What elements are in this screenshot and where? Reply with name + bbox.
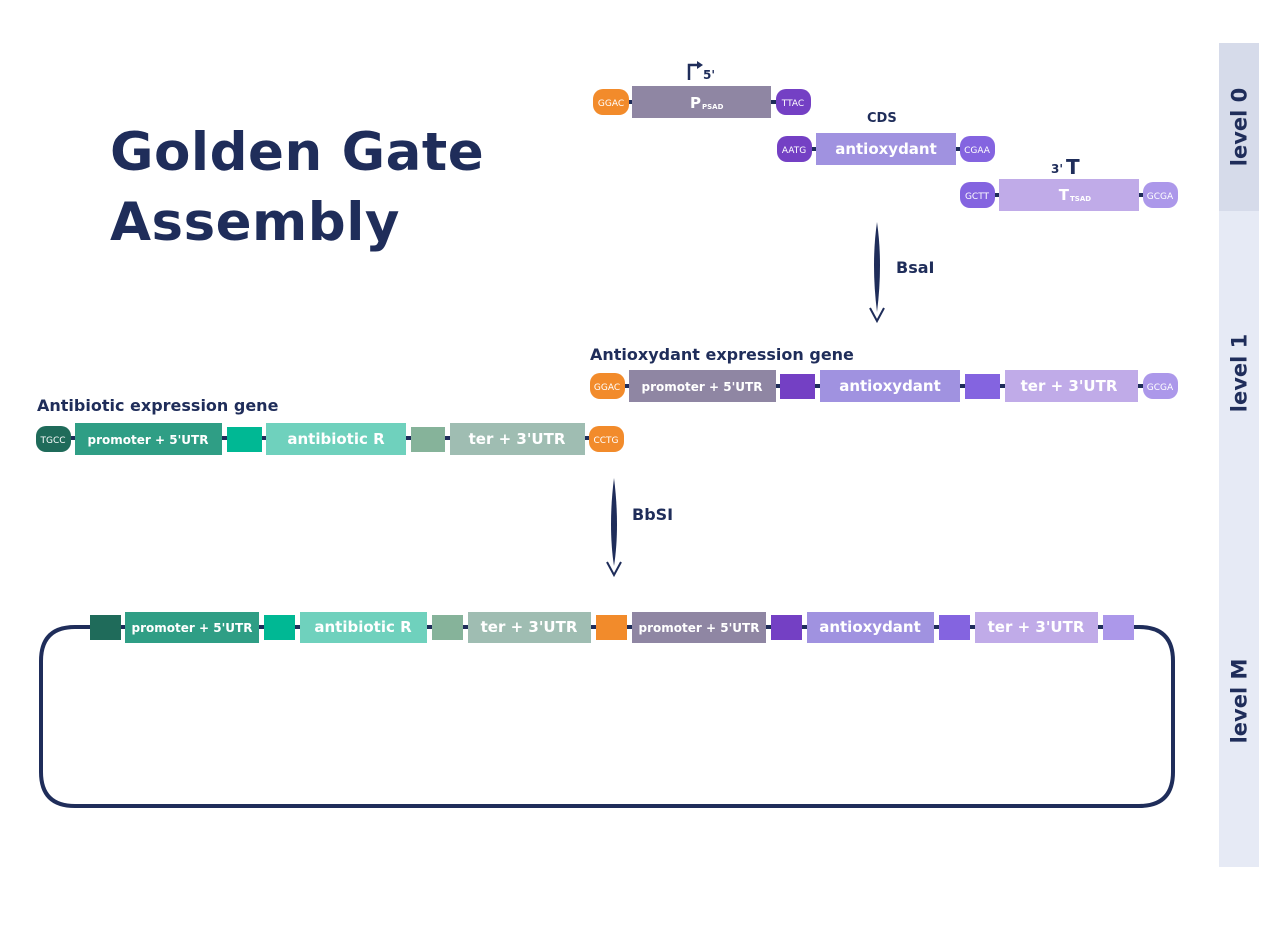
- five-prime-label: 5': [703, 68, 715, 82]
- promoter-label: promoter + 5'UTR: [132, 621, 253, 635]
- overhang-gcga: [1143, 373, 1178, 399]
- fusion-site-block: [411, 427, 445, 452]
- overhang-cgaa: [960, 136, 995, 162]
- enzyme-bbsi-label: BbSI: [632, 505, 674, 524]
- terminator-label: ter + 3'UTR: [1021, 377, 1118, 395]
- overhang-label: GCTT: [965, 192, 990, 202]
- cds-block: [820, 370, 960, 402]
- overhang-label: CCTG: [593, 436, 618, 446]
- overhang-ttac: [776, 89, 811, 115]
- overhang-label: GCGA: [1147, 192, 1174, 202]
- bsai-arrow-icon: [869, 222, 885, 324]
- promoter-arrow-icon: [687, 63, 698, 80]
- cds-block: [816, 133, 956, 165]
- cds-title: CDS: [867, 111, 897, 126]
- antioxydant-gene-title: Antioxydant expression gene: [590, 345, 854, 364]
- fusion-site-block: [939, 615, 970, 640]
- overhang-label: CGAA: [964, 146, 991, 156]
- overhang-ggac: [590, 373, 625, 399]
- promoter-label: P: [690, 94, 701, 112]
- terminator-label: ter + 3'UTR: [469, 430, 566, 448]
- three-prime-label: 3': [1051, 162, 1063, 176]
- terminator-block: [1005, 370, 1138, 402]
- fusion-site-block: [264, 615, 295, 640]
- level0-promoter-part: GGAC P PSAD TTAC 5': [593, 61, 811, 118]
- overhang-gctt: [960, 182, 995, 208]
- promoter-sub-label: PSAD: [702, 103, 724, 111]
- terminator-symbol-icon: T: [1066, 155, 1080, 179]
- plasmid-backbone: [39, 625, 1175, 808]
- overhang-label: GGAC: [598, 99, 624, 109]
- overhang-label: TGCC: [39, 436, 65, 446]
- promoter-label: promoter + 5'UTR: [639, 621, 760, 635]
- overhang-ggac: [593, 89, 629, 115]
- fusion-site-block: [965, 374, 1000, 399]
- level0-terminator-part: GCTT T TSAD GCGA 3' T: [960, 155, 1178, 211]
- fusion-site-block: [227, 427, 262, 452]
- fusion-site-block: [432, 615, 463, 640]
- cds-block: [300, 612, 427, 643]
- terminator-block: [975, 612, 1098, 643]
- promoter-block: [629, 370, 776, 402]
- promoter-block: [125, 612, 259, 643]
- cds-label: antioxydant: [839, 377, 941, 395]
- terminator-label: ter + 3'UTR: [481, 618, 578, 636]
- cds-label: antioxydant: [835, 140, 937, 158]
- overhang-label: AATG: [782, 146, 806, 156]
- level-1-bar: level 1: [1219, 211, 1259, 534]
- promoter-block: [632, 612, 766, 643]
- title-line-2: Assembly: [110, 192, 400, 253]
- cds-block: [807, 612, 934, 643]
- bbsi-arrow-icon: [606, 478, 622, 578]
- terminator-block: [450, 423, 585, 455]
- level-m-bar: level M: [1219, 534, 1259, 867]
- terminator-tsad-block: [999, 179, 1139, 211]
- fusion-site-block: [596, 615, 627, 640]
- level-0-bar: level 0: [1219, 43, 1259, 211]
- level-m-plasmid: promoter + 5'UTR antibiotic R ter + 3'UT…: [39, 612, 1175, 808]
- page-title: Golden Gate Assembly: [110, 118, 590, 258]
- level1-antioxydant-gene: GGAC promoter + 5'UTR antioxydant ter + …: [590, 370, 1178, 402]
- overhang-label: GGAC: [594, 383, 620, 393]
- overhang-cctg: [589, 426, 624, 452]
- promoter-label: promoter + 5'UTR: [642, 380, 763, 394]
- terminator-sub-label: TSAD: [1070, 195, 1091, 203]
- enzyme-bsai-label: BsaI: [896, 258, 935, 277]
- terminator-label: T: [1059, 186, 1070, 204]
- terminator-label: ter + 3'UTR: [988, 618, 1085, 636]
- cds-block: [266, 423, 406, 455]
- fusion-site-block: [1103, 615, 1134, 640]
- fusion-site-block: [771, 615, 802, 640]
- level0-cds-part: AATG antioxydant CGAA: [777, 133, 995, 165]
- cds-label: antibiotic R: [314, 618, 412, 636]
- terminator-block: [468, 612, 591, 643]
- title-line-1: Golden Gate: [110, 122, 485, 183]
- fusion-site-block: [90, 615, 121, 640]
- antibiotic-gene-title: Antibiotic expression gene: [37, 396, 279, 415]
- level1-antibiotic-gene: TGCC promoter + 5'UTR antibiotic R ter +…: [36, 423, 624, 455]
- overhang-gcga: [1143, 182, 1178, 208]
- overhang-label: TTAC: [781, 99, 804, 109]
- fusion-site-block: [780, 374, 815, 399]
- promoter-arrow-head-icon: [697, 61, 703, 69]
- promoter-block: [75, 423, 222, 455]
- overhang-aatg: [777, 136, 812, 162]
- promoter-label: promoter + 5'UTR: [88, 433, 209, 447]
- promoter-psad-block: [632, 86, 771, 118]
- overhang-label: GCGA: [1147, 383, 1174, 393]
- cds-label: antioxydant: [819, 618, 921, 636]
- cds-label: antibiotic R: [287, 430, 385, 448]
- overhang-tgcc: [36, 426, 71, 452]
